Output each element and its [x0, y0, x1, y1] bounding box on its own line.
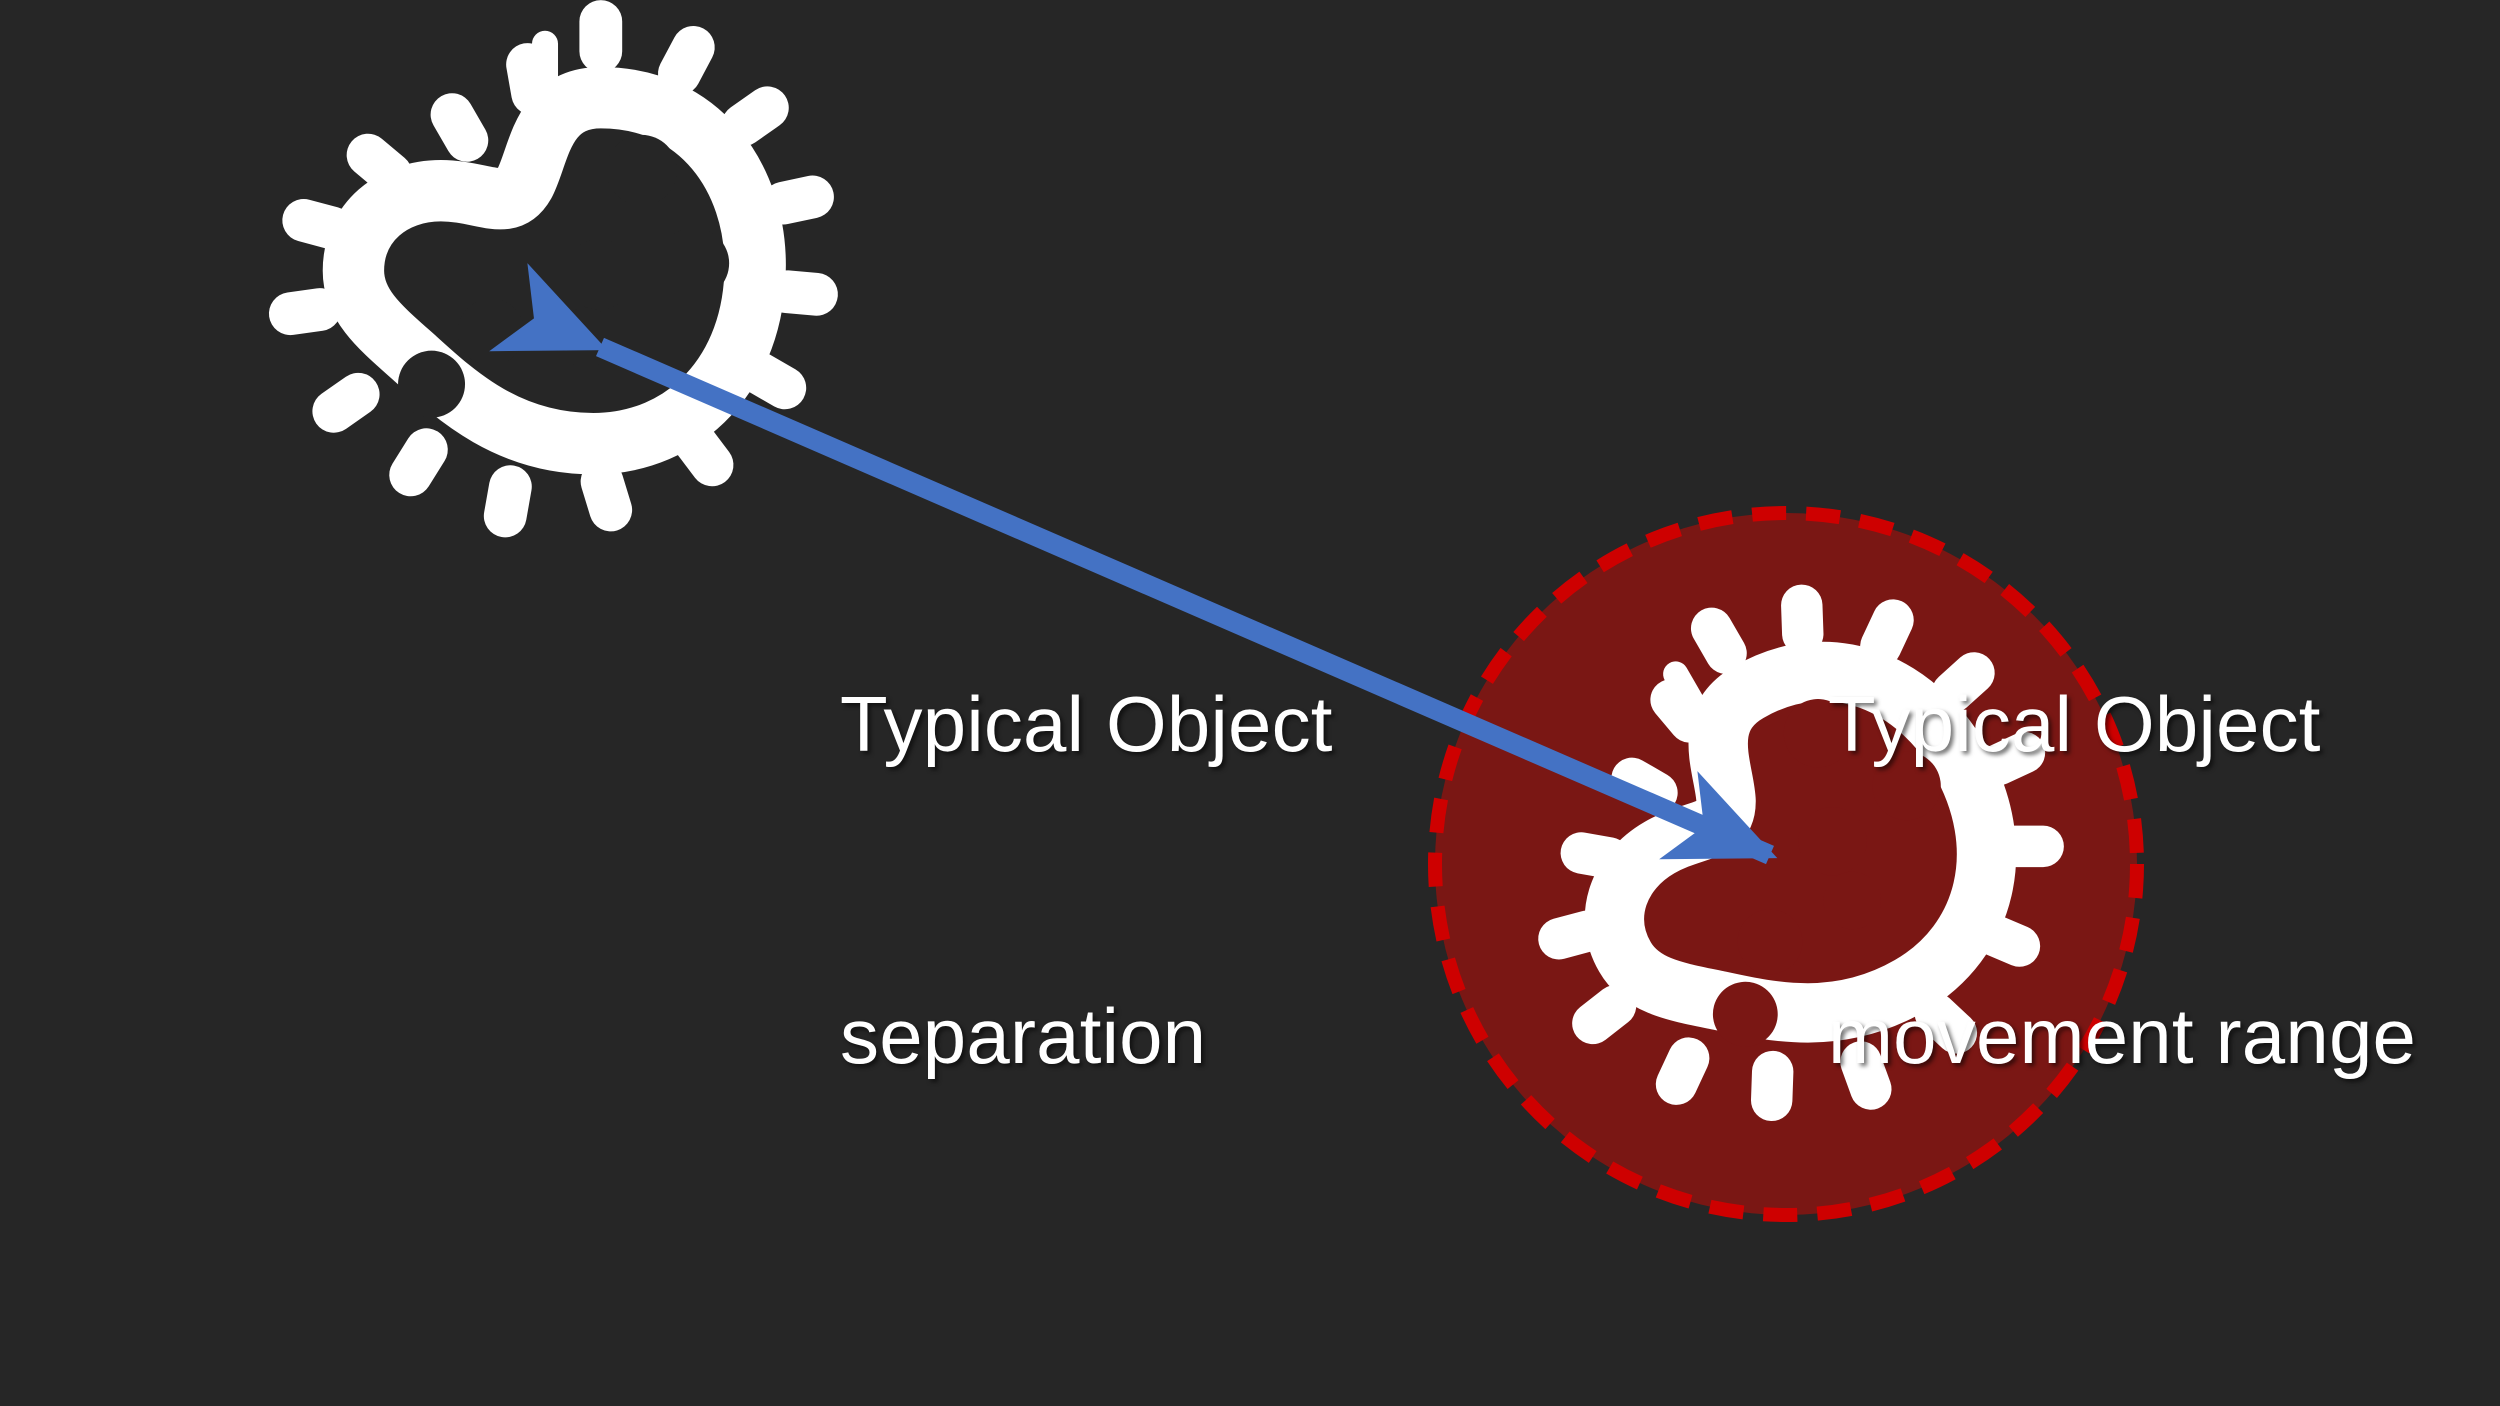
label-separation-line-2: separation: [840, 991, 1207, 1080]
bacteria-icon-left: [268, 0, 838, 538]
label-typical-object-movement-range: Typical Object movement range: [1828, 466, 2416, 1296]
label-movement-line-2: movement range: [1828, 991, 2417, 1080]
label-movement-line-1: Typical Object: [1828, 680, 2321, 769]
label-separation-line-1: Typical Object: [840, 680, 1333, 769]
label-typical-object-separation: Typical Object separation: [840, 466, 1333, 1296]
separation-arrow: [489, 263, 1778, 865]
